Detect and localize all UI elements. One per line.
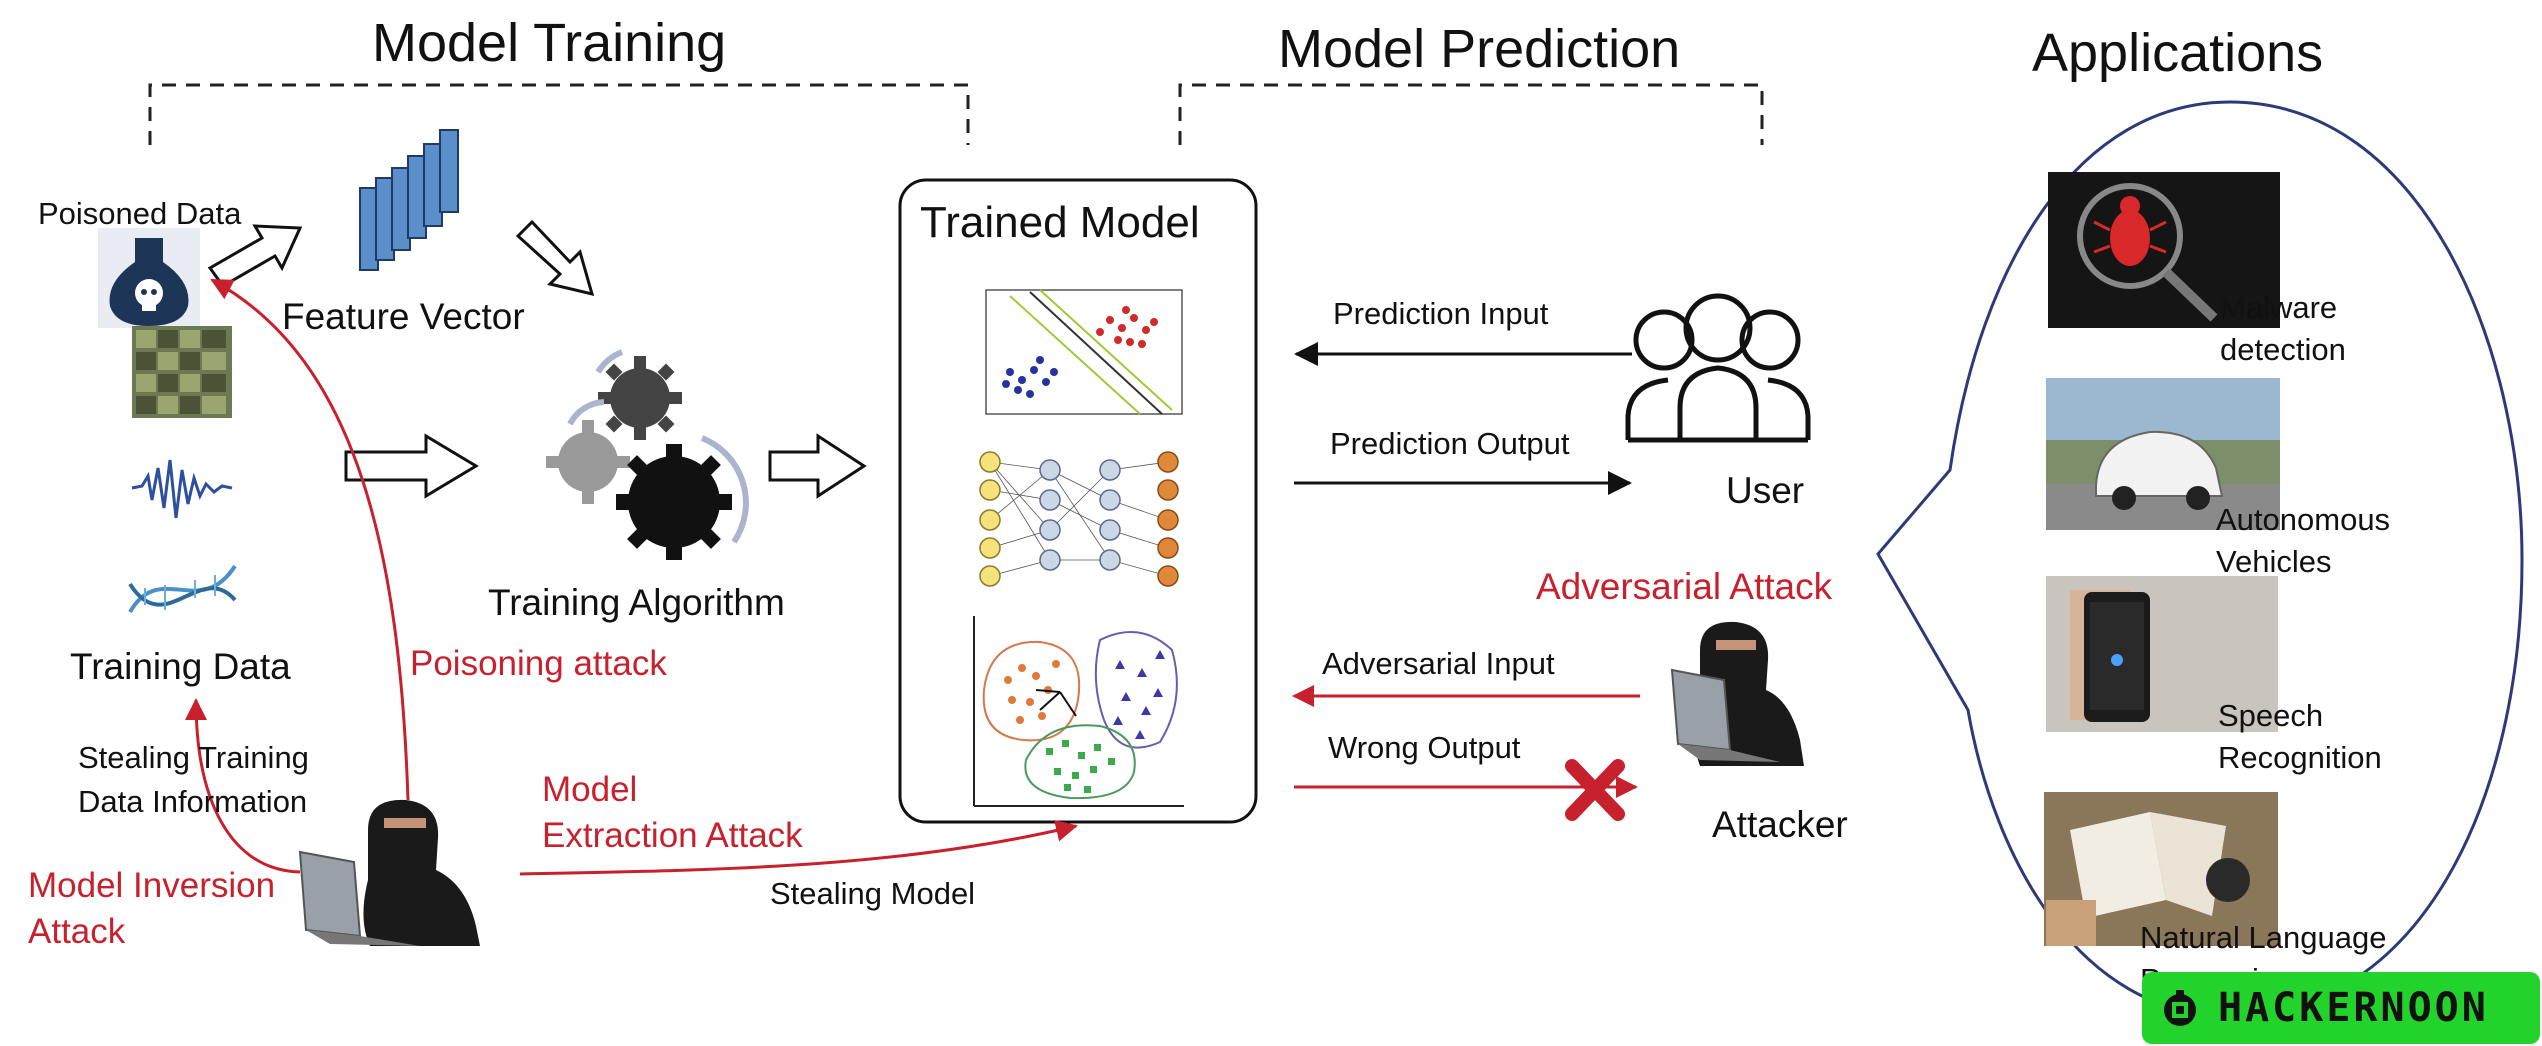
wrong-output-label: Wrong Output [1328, 730, 1521, 765]
header-applications: Applications [2032, 23, 2324, 83]
attacker-figure-right [1670, 621, 1804, 766]
model-extraction-label-1: Model [542, 770, 638, 809]
speech-recognition-thumbnail [2046, 576, 2278, 732]
neural-network-icon [979, 451, 1179, 587]
stealing-training-label-1: Stealing Training [78, 740, 309, 775]
inversion-attack-arrow [185, 698, 301, 874]
poison-flask-icon [98, 228, 200, 328]
gear-icon-dark [598, 356, 682, 440]
stealing-training-label-2: Data Information [78, 784, 308, 819]
attacker-label: Attacker [1712, 804, 1848, 845]
app-speech-label-2: Recognition [2218, 740, 2382, 775]
extraction-attack-arrow [519, 819, 1078, 876]
audio-waveform-icon [131, 459, 233, 519]
user-label: User [1726, 470, 1805, 511]
hackernoon-text: HACKERNOON [2218, 985, 2489, 1031]
app-autonomous-label-2: Vehicles [2216, 544, 2332, 579]
adversarial-attack-label: Adversarial Attack [1536, 566, 1833, 607]
clustering-plot-icon [973, 616, 1184, 807]
poisoning-attack-label: Poisoning attack [410, 644, 667, 683]
dna-icon [128, 564, 237, 614]
adversarial-input-label: Adversarial Input [1322, 646, 1555, 681]
training-algorithm-label: Training Algorithm [488, 582, 785, 623]
hackernoon-watermark[interactable]: HACKERNOON [2142, 972, 2540, 1044]
prediction-input-label: Prediction Input [1333, 296, 1549, 331]
model-inversion-label-2: Attack [28, 912, 126, 951]
model-inversion-label-1: Model Inversion [28, 866, 276, 905]
stealing-model-label: Stealing Model [770, 876, 976, 911]
trained-model-title: Trained Model [920, 198, 1200, 247]
poisoning-attack-arrow [210, 278, 410, 801]
header-model-training: Model Training [372, 13, 727, 73]
app-malware-label-2: detection [2220, 332, 2346, 367]
gear-icon-black [616, 444, 732, 560]
user-group-icon [1625, 293, 1811, 443]
attacker-figure-left [298, 799, 480, 946]
nlp-thumbnail [2044, 792, 2278, 946]
poisoned-data-label: Poisoned Data [38, 196, 242, 231]
gear-icon-gray [546, 420, 630, 504]
model-extraction-label-2: Extraction Attack [542, 816, 803, 855]
prediction-output-label: Prediction Output [1330, 426, 1570, 461]
training-data-label: Training Data [70, 646, 291, 687]
app-speech-label-1: Speech [2218, 698, 2324, 733]
image-dataset-icon [132, 326, 232, 418]
rotation-arcs [567, 349, 749, 544]
feature-vector-icon [359, 129, 459, 271]
svm-plot-icon [985, 289, 1183, 415]
feature-vector-label: Feature Vector [282, 296, 525, 337]
prediction-bracket [1178, 83, 1764, 145]
flow-arrows [207, 219, 867, 499]
app-malware-label-1: Malware [2220, 290, 2338, 325]
red-cross-icon [1565, 759, 1625, 821]
autonomous-vehicle-thumbnail [2046, 378, 2280, 530]
training-bracket [148, 83, 970, 145]
malware-thumbnail [2048, 172, 2280, 328]
app-autonomous-label-1: Autonomous [2216, 502, 2391, 537]
hackernoon-logo-icon [2164, 990, 2196, 1026]
header-model-prediction: Model Prediction [1278, 19, 1681, 79]
app-nlp-label-1: Natural Language [2140, 920, 2387, 955]
